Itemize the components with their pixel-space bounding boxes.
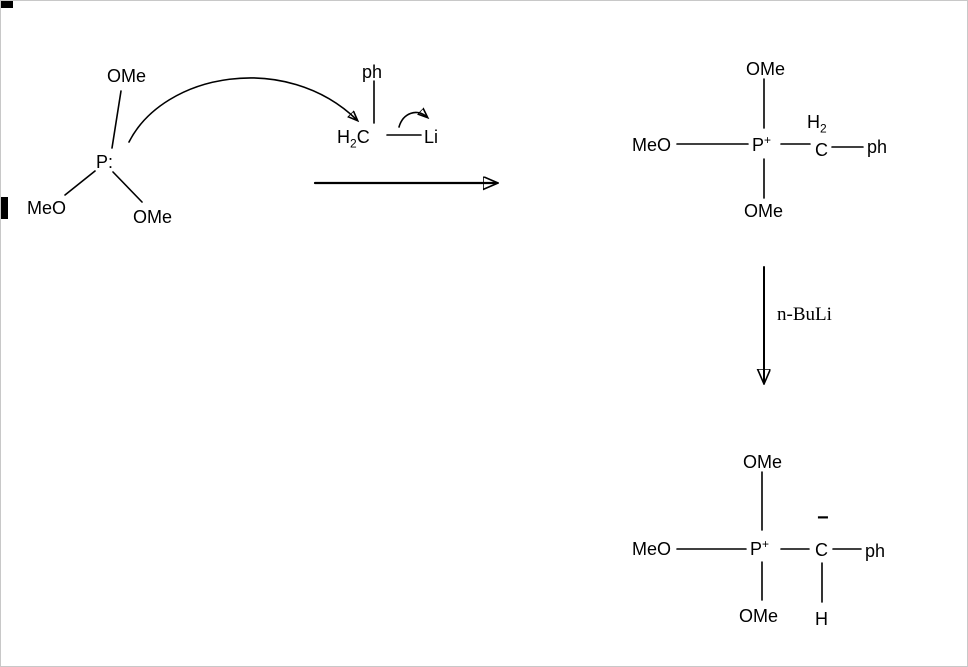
positive-charge: + [762,537,770,551]
benzyllithium-li-label: Li [424,127,439,147]
intermediate-ph-label: ph [867,137,888,157]
ylide-ome-top-label: OMe [743,452,783,472]
ylide-ome-bottom-label: OMe [739,606,779,626]
ylide-ph-label: ph [865,541,886,561]
ylide-h-label: H [815,609,828,629]
benzyllithium-h2c-label: H2C [337,126,370,151]
phosphorus-atom: P [96,152,109,172]
edge-artifact-top-left [1,1,13,8]
phosphorus-atom: P [750,539,763,559]
phosphite-ome-top-label: OMe [107,66,147,86]
intermediate-ome-bottom-label: OMe [744,201,784,221]
intermediate-c-label: C [815,140,828,160]
phosphite-p-label: P: [96,151,113,173]
lone-pair-dots: : [108,152,114,172]
phosphite-meo-left-label: MeO [27,198,67,218]
edge-artifact-left [1,197,8,219]
h-atom: H [337,127,350,147]
positive-charge: + [764,133,772,147]
h-subscript: 2 [350,136,357,151]
phosphorus-atom: P [752,135,765,155]
intermediate-ome-top-label: OMe [746,59,786,79]
c-atom: C [356,127,370,147]
bond-p-ome-bottom [112,171,143,203]
bond-p-meo-left [64,170,96,196]
curved-arrow-p-to-carbon [128,77,357,143]
bond-p-ome-top [111,90,122,149]
curved-arrow-c-li-bond [398,112,427,128]
intermediate-meo-left-label: MeO [632,135,672,155]
h-subscript: 2 [820,121,827,136]
h-atom: H [807,112,820,132]
intermediate-h2-label: H2 [807,111,827,136]
phosphite-ome-bottom-label: OMe [133,207,173,227]
ylide-p-plus-label: P+ [750,538,769,560]
intermediate-p-plus-label: P+ [752,134,771,156]
ylide-carbanion-minus: − [817,507,829,529]
ylide-meo-left-label: MeO [632,539,672,559]
ylide-c-label: C [815,540,828,560]
benzyllithium-ph-label: ph [362,62,383,82]
step-reagent-label: n-BuLi [777,304,832,325]
